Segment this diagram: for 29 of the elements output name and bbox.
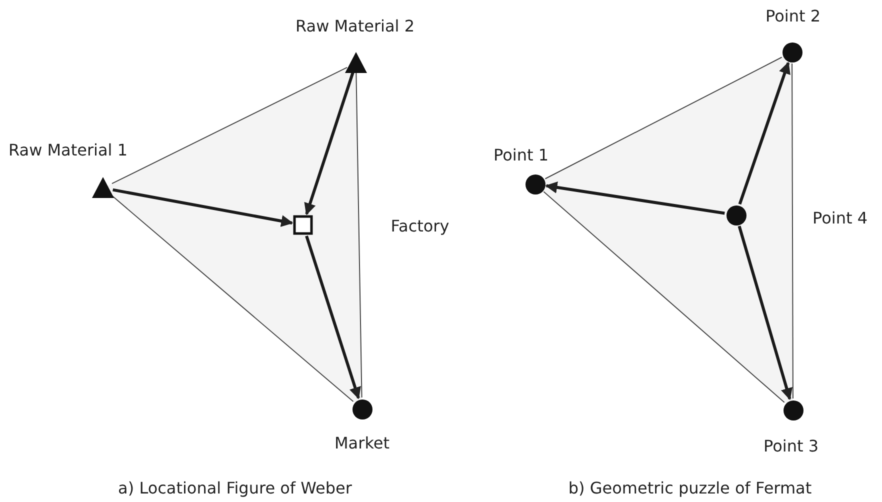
dot-marker xyxy=(782,400,804,420)
side-label: Factory xyxy=(390,216,450,236)
square-marker xyxy=(293,215,313,235)
connecting-line xyxy=(543,191,785,403)
arrow xyxy=(305,236,361,400)
node-label: Point 1 xyxy=(494,145,548,165)
dot-marker xyxy=(782,42,802,62)
arrow xyxy=(545,181,725,215)
panel-caption: a) Locational Figure of Weber xyxy=(118,478,352,498)
arrow xyxy=(304,72,354,216)
dot-marker xyxy=(726,204,746,226)
connecting-line xyxy=(544,56,782,180)
triangle-marker xyxy=(344,51,368,75)
connecting-line xyxy=(111,66,348,184)
node-label: Point 3 xyxy=(764,436,818,456)
node-label: Market xyxy=(334,433,390,453)
node-label: Raw Material 2 xyxy=(296,16,414,36)
side-label: Point 4 xyxy=(812,208,868,228)
dot-marker xyxy=(524,174,546,194)
connecting-line xyxy=(792,63,794,399)
dot-marker xyxy=(352,398,372,420)
node-label: Point 2 xyxy=(766,6,820,26)
arrow xyxy=(112,188,294,227)
connecting-line xyxy=(356,72,362,398)
panel-caption: b) Geometric puzzle of Fermat xyxy=(568,478,812,498)
arrow xyxy=(738,62,790,205)
arrow xyxy=(738,226,792,400)
node-label: Raw Material 1 xyxy=(8,140,128,160)
triangle-marker xyxy=(91,176,115,200)
